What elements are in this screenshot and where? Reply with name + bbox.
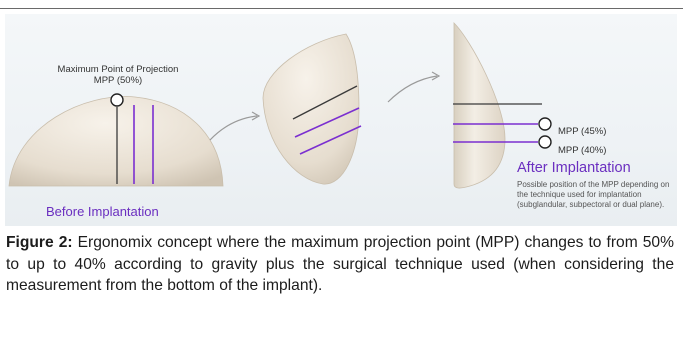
mpp-title-line1: Maximum Point of Projection (57, 64, 179, 75)
transition-arrow-1 (209, 115, 258, 141)
figure-panel: Maximum Point of Projection MPP (50%) Be… (5, 14, 677, 226)
mpp-45-marker (538, 117, 552, 131)
before-implantation-label: Before Implantation (46, 204, 159, 219)
tilted-purple-line-1 (294, 107, 360, 138)
after-implantation-title: After Implantation (517, 160, 631, 176)
mpp-title-line2: MPP (50%) (93, 75, 143, 86)
caption-label: Figure 2: (6, 234, 73, 251)
caption-text: Ergonomix concept where the maximum proj… (6, 234, 674, 295)
implant-after-shape (453, 22, 506, 189)
implant-before-shape (8, 96, 224, 187)
transition-arrowhead-2 (431, 71, 441, 81)
mpp-50-marker (110, 93, 124, 107)
mpp-40-marker (538, 135, 552, 149)
transition-arrowhead-1 (251, 111, 261, 121)
figure-caption: Figure 2: Ergonomix concept where the ma… (6, 232, 674, 297)
mpp-50-title: Maximum Point of Projection MPP (50%) (38, 64, 198, 86)
tilted-purple-line-2 (299, 125, 362, 155)
top-rule (0, 8, 683, 9)
transition-arrow-2 (387, 75, 438, 103)
mpp-45-label: MPP (45%) (558, 126, 607, 137)
after-implantation-description: Possible position of the MPP depending o… (517, 180, 670, 210)
mpp-40-label: MPP (40%) (558, 145, 607, 156)
figure-illustration (8, 22, 552, 189)
tilted-dark-line (292, 85, 358, 120)
